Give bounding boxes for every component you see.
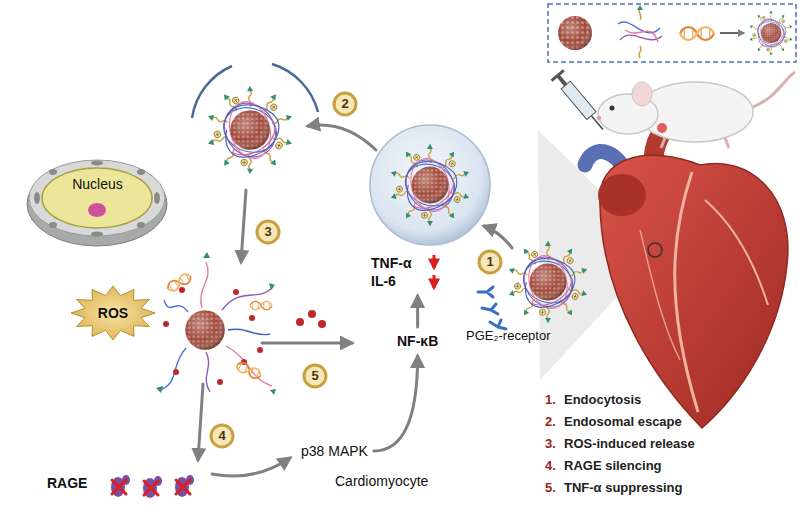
protein-label: RAGE xyxy=(47,474,87,492)
signal-arrow xyxy=(416,296,419,327)
step-text: TNF-α suppressing xyxy=(562,480,685,496)
callout-number: 2 xyxy=(341,96,348,112)
nucleus: Nucleus xyxy=(25,148,170,248)
step-text: ROS-induced release xyxy=(562,436,697,452)
callout-number: 4 xyxy=(218,428,225,444)
pathway-label: p38 MAPK xyxy=(301,442,368,460)
step-number: 1. xyxy=(545,392,556,408)
cardiomyocyte-cell: Cardiomyocyte NucleusROS TNF-αIL-6NF-κB p38… xyxy=(0,0,548,522)
pathway-label: NF-κB xyxy=(397,332,438,350)
callout-number: 3 xyxy=(264,224,271,240)
pathway-node: p38 MAPK xyxy=(298,440,371,462)
protein-node: RAGE xyxy=(44,472,90,494)
cell-membrane xyxy=(0,0,548,522)
step-number: 5. xyxy=(545,480,556,496)
callout-number: 5 xyxy=(311,368,318,384)
cell-label: Cardiomyocyte xyxy=(335,472,428,490)
step-text: RAGE silencing xyxy=(562,458,664,474)
callout-number: 1 xyxy=(486,254,493,270)
step-text: Endosomal escape xyxy=(562,414,684,430)
signal-arrow xyxy=(374,356,418,451)
cytokine-group: TNF-αIL-6 xyxy=(368,252,414,292)
cytokine-label: IL-6 xyxy=(371,272,411,290)
receptor-label: PGE₂-receptor xyxy=(466,328,551,344)
nucleus-label: Nucleus xyxy=(25,175,170,193)
step-number: 2. xyxy=(545,414,556,430)
nucleus-shape xyxy=(25,148,170,248)
step-number: 3. xyxy=(545,436,556,452)
cytokine-label: TNF-α xyxy=(371,254,411,272)
step-number: 4. xyxy=(545,458,556,474)
ros-label: ROS xyxy=(70,304,156,322)
step-text: Endocytosis xyxy=(562,392,643,408)
ros-burst-node: ROS xyxy=(70,285,156,341)
pathway-node: NF-κB xyxy=(394,330,441,352)
